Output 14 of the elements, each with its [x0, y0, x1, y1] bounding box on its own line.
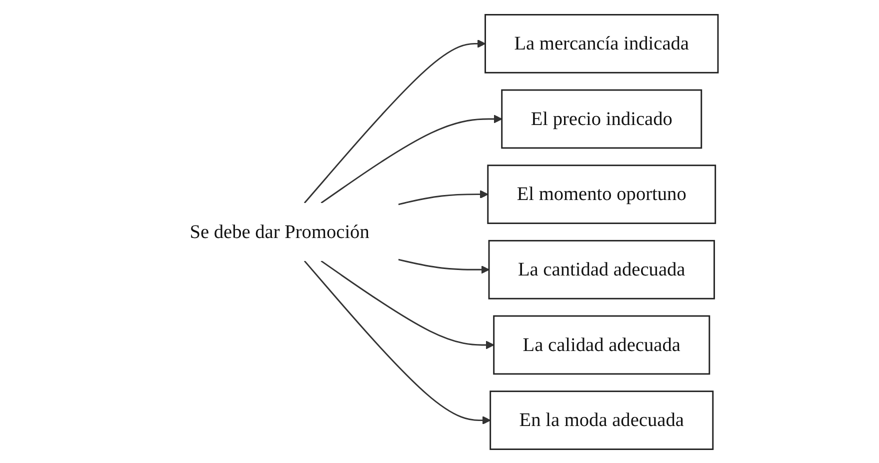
arrow [320, 260, 494, 349]
node-box [493, 314, 710, 374]
arrow [320, 114, 502, 204]
arrow [398, 258, 490, 274]
node-box [487, 164, 716, 224]
arrow [398, 190, 488, 205]
node-box [488, 239, 716, 299]
node-box [484, 14, 719, 73]
node-box [501, 88, 702, 148]
node-box [490, 390, 714, 450]
diagram: Se debe dar Promoción La mercancía indicada El precio indicado El momento oportuno La cantidad adecuada La calidad adecuada En la moda adecuada [153, 6, 726, 456]
arrow [304, 260, 491, 424]
arrow [304, 38, 486, 203]
node-text: Se debe dar Promoción [190, 220, 370, 242]
